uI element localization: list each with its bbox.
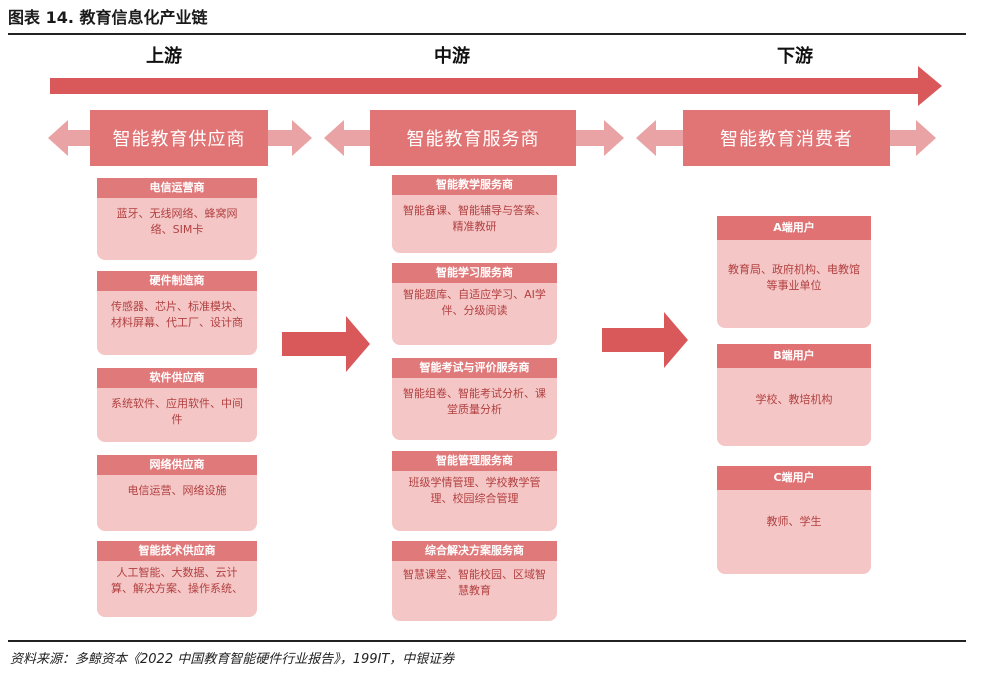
supplier-card: 智能技术供应商 人工智能、大数据、云计算、解决方案、操作系统、	[97, 541, 257, 617]
consumer-box: 智能教育消费者	[683, 110, 890, 166]
card-body: 智慧课堂、智能校园、区域智慧教育	[392, 561, 557, 621]
card-title: 电信运营商	[97, 178, 257, 198]
card-title: B端用户	[717, 344, 871, 368]
card-title: 网络供应商	[97, 455, 257, 475]
card-body: 智能题库、自适应学习、AI学伴、分级阅读	[392, 283, 557, 345]
consumer-card: C端用户 教师、学生	[717, 466, 871, 574]
consumer-card: A端用户 教育局、政府机构、电教馆等事业单位	[717, 216, 871, 328]
stage-upstream: 上游	[146, 46, 182, 67]
card-title: 智能学习服务商	[392, 263, 557, 283]
supplier-card: 硬件制造商 传感器、芯片、标准模块、材料屏幕、代工厂、设计商	[97, 271, 257, 355]
card-title: 智能教学服务商	[392, 175, 557, 195]
top-rule	[8, 33, 966, 35]
service-card: 综合解决方案服务商 智慧课堂、智能校园、区域智慧教育	[392, 541, 557, 621]
midstream-to-downstream-arrow	[602, 312, 688, 368]
card-body: 学校、教培机构	[717, 368, 871, 446]
card-body: 人工智能、大数据、云计算、解决方案、操作系统、	[97, 561, 257, 617]
stage-downstream: 下游	[777, 46, 813, 67]
service-card: 智能考试与评价服务商 智能组卷、智能考试分析、课堂质量分析	[392, 358, 557, 440]
figure-title: 图表 14. 教育信息化产业链	[8, 8, 208, 27]
service-card: 智能教学服务商 智能备课、智能辅导与答案、精准教研	[392, 175, 557, 253]
main-flow-arrow	[50, 66, 942, 106]
card-body: 智能组卷、智能考试分析、课堂质量分析	[392, 378, 557, 440]
supplier-box: 智能教育供应商	[90, 110, 268, 166]
supplier-card: 网络供应商 电信运营、网络设施	[97, 455, 257, 531]
source-note: 资料来源：多鲸资本《2022 中国教育智能硬件行业报告》，199IT，中银证券	[10, 652, 455, 667]
bottom-rule	[8, 640, 966, 642]
stage-midstream: 中游	[434, 46, 470, 67]
card-body: 电信运营、网络设施	[97, 475, 257, 531]
card-body: 班级学情管理、学校教学管理、校园综合管理	[392, 471, 557, 531]
card-title: 软件供应商	[97, 368, 257, 388]
card-body: 智能备课、智能辅导与答案、精准教研	[392, 195, 557, 253]
service-card: 智能学习服务商 智能题库、自适应学习、AI学伴、分级阅读	[392, 263, 557, 345]
upstream-to-midstream-arrow	[282, 316, 370, 372]
card-body: 传感器、芯片、标准模块、材料屏幕、代工厂、设计商	[97, 291, 257, 355]
service-box: 智能教育服务商	[370, 110, 576, 166]
card-title: 综合解决方案服务商	[392, 541, 557, 561]
card-body: 教师、学生	[717, 490, 871, 574]
card-title: 智能技术供应商	[97, 541, 257, 561]
card-title: 智能管理服务商	[392, 451, 557, 471]
card-body: 蓝牙、无线网络、蜂窝网络、SIM卡	[97, 198, 257, 260]
service-card: 智能管理服务商 班级学情管理、学校教学管理、校园综合管理	[392, 451, 557, 531]
card-title: 智能考试与评价服务商	[392, 358, 557, 378]
card-title: A端用户	[717, 216, 871, 240]
card-title: 硬件制造商	[97, 271, 257, 291]
card-body: 教育局、政府机构、电教馆等事业单位	[717, 240, 871, 328]
supplier-card: 电信运营商 蓝牙、无线网络、蜂窝网络、SIM卡	[97, 178, 257, 260]
card-body: 系统软件、应用软件、中间件	[97, 388, 257, 442]
consumer-card: B端用户 学校、教培机构	[717, 344, 871, 446]
supplier-card: 软件供应商 系统软件、应用软件、中间件	[97, 368, 257, 442]
card-title: C端用户	[717, 466, 871, 490]
